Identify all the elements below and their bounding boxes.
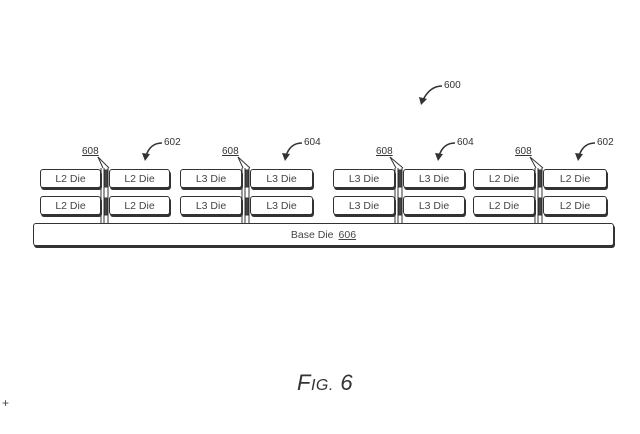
l3-die: L3 Die: [403, 169, 465, 188]
corner-registration-mark: +: [2, 396, 10, 410]
l3-die: L3 Die: [250, 196, 313, 215]
base-die: Base Die 606: [33, 223, 614, 246]
l3-die: L3 Die: [250, 169, 313, 188]
l3-die: L3 Die: [180, 196, 242, 215]
group-ref-label: 602: [597, 137, 614, 148]
l2-die: L2 Die: [473, 169, 535, 188]
tsv-ref-label: 608: [222, 146, 239, 157]
l2-die: L2 Die: [40, 169, 101, 188]
tsv-group-1: [100, 168, 109, 224]
l2-die: L2 Die: [543, 196, 607, 215]
group-ref-label: 604: [457, 137, 474, 148]
l3-die: L3 Die: [180, 169, 242, 188]
base-die-ref: 606: [338, 228, 357, 241]
tsv-ref-label: 608: [515, 146, 532, 157]
tsv-group-3: [394, 168, 403, 224]
l3-die: L3 Die: [333, 169, 395, 188]
l2-die: L2 Die: [109, 169, 170, 188]
figure-caption: FIG. 6: [297, 370, 353, 396]
l2-die: L2 Die: [473, 196, 535, 215]
ref-600-label: 600: [444, 80, 461, 91]
figure-caption-smallcaps: IG.: [310, 377, 334, 394]
l3-die: L3 Die: [403, 196, 465, 215]
tsv-leader-lines: [97, 156, 544, 169]
figure-caption-prefix: F: [297, 370, 311, 395]
arrow-heads: [142, 97, 583, 161]
tsv-ref-label: 608: [82, 146, 99, 157]
tsv-ref-label: 608: [376, 146, 393, 157]
l3-die: L3 Die: [333, 196, 395, 215]
l2-die: L2 Die: [109, 196, 170, 215]
tsv-group-2: [241, 168, 250, 224]
figure-caption-number: 6: [340, 370, 354, 395]
l2-die: L2 Die: [40, 196, 101, 215]
group-ref-label: 604: [304, 137, 321, 148]
group-ref-label: 602: [164, 137, 181, 148]
l2-die: L2 Die: [543, 169, 607, 188]
tsv-group-4: [534, 168, 543, 224]
base-die-label: Base Die: [290, 228, 334, 241]
